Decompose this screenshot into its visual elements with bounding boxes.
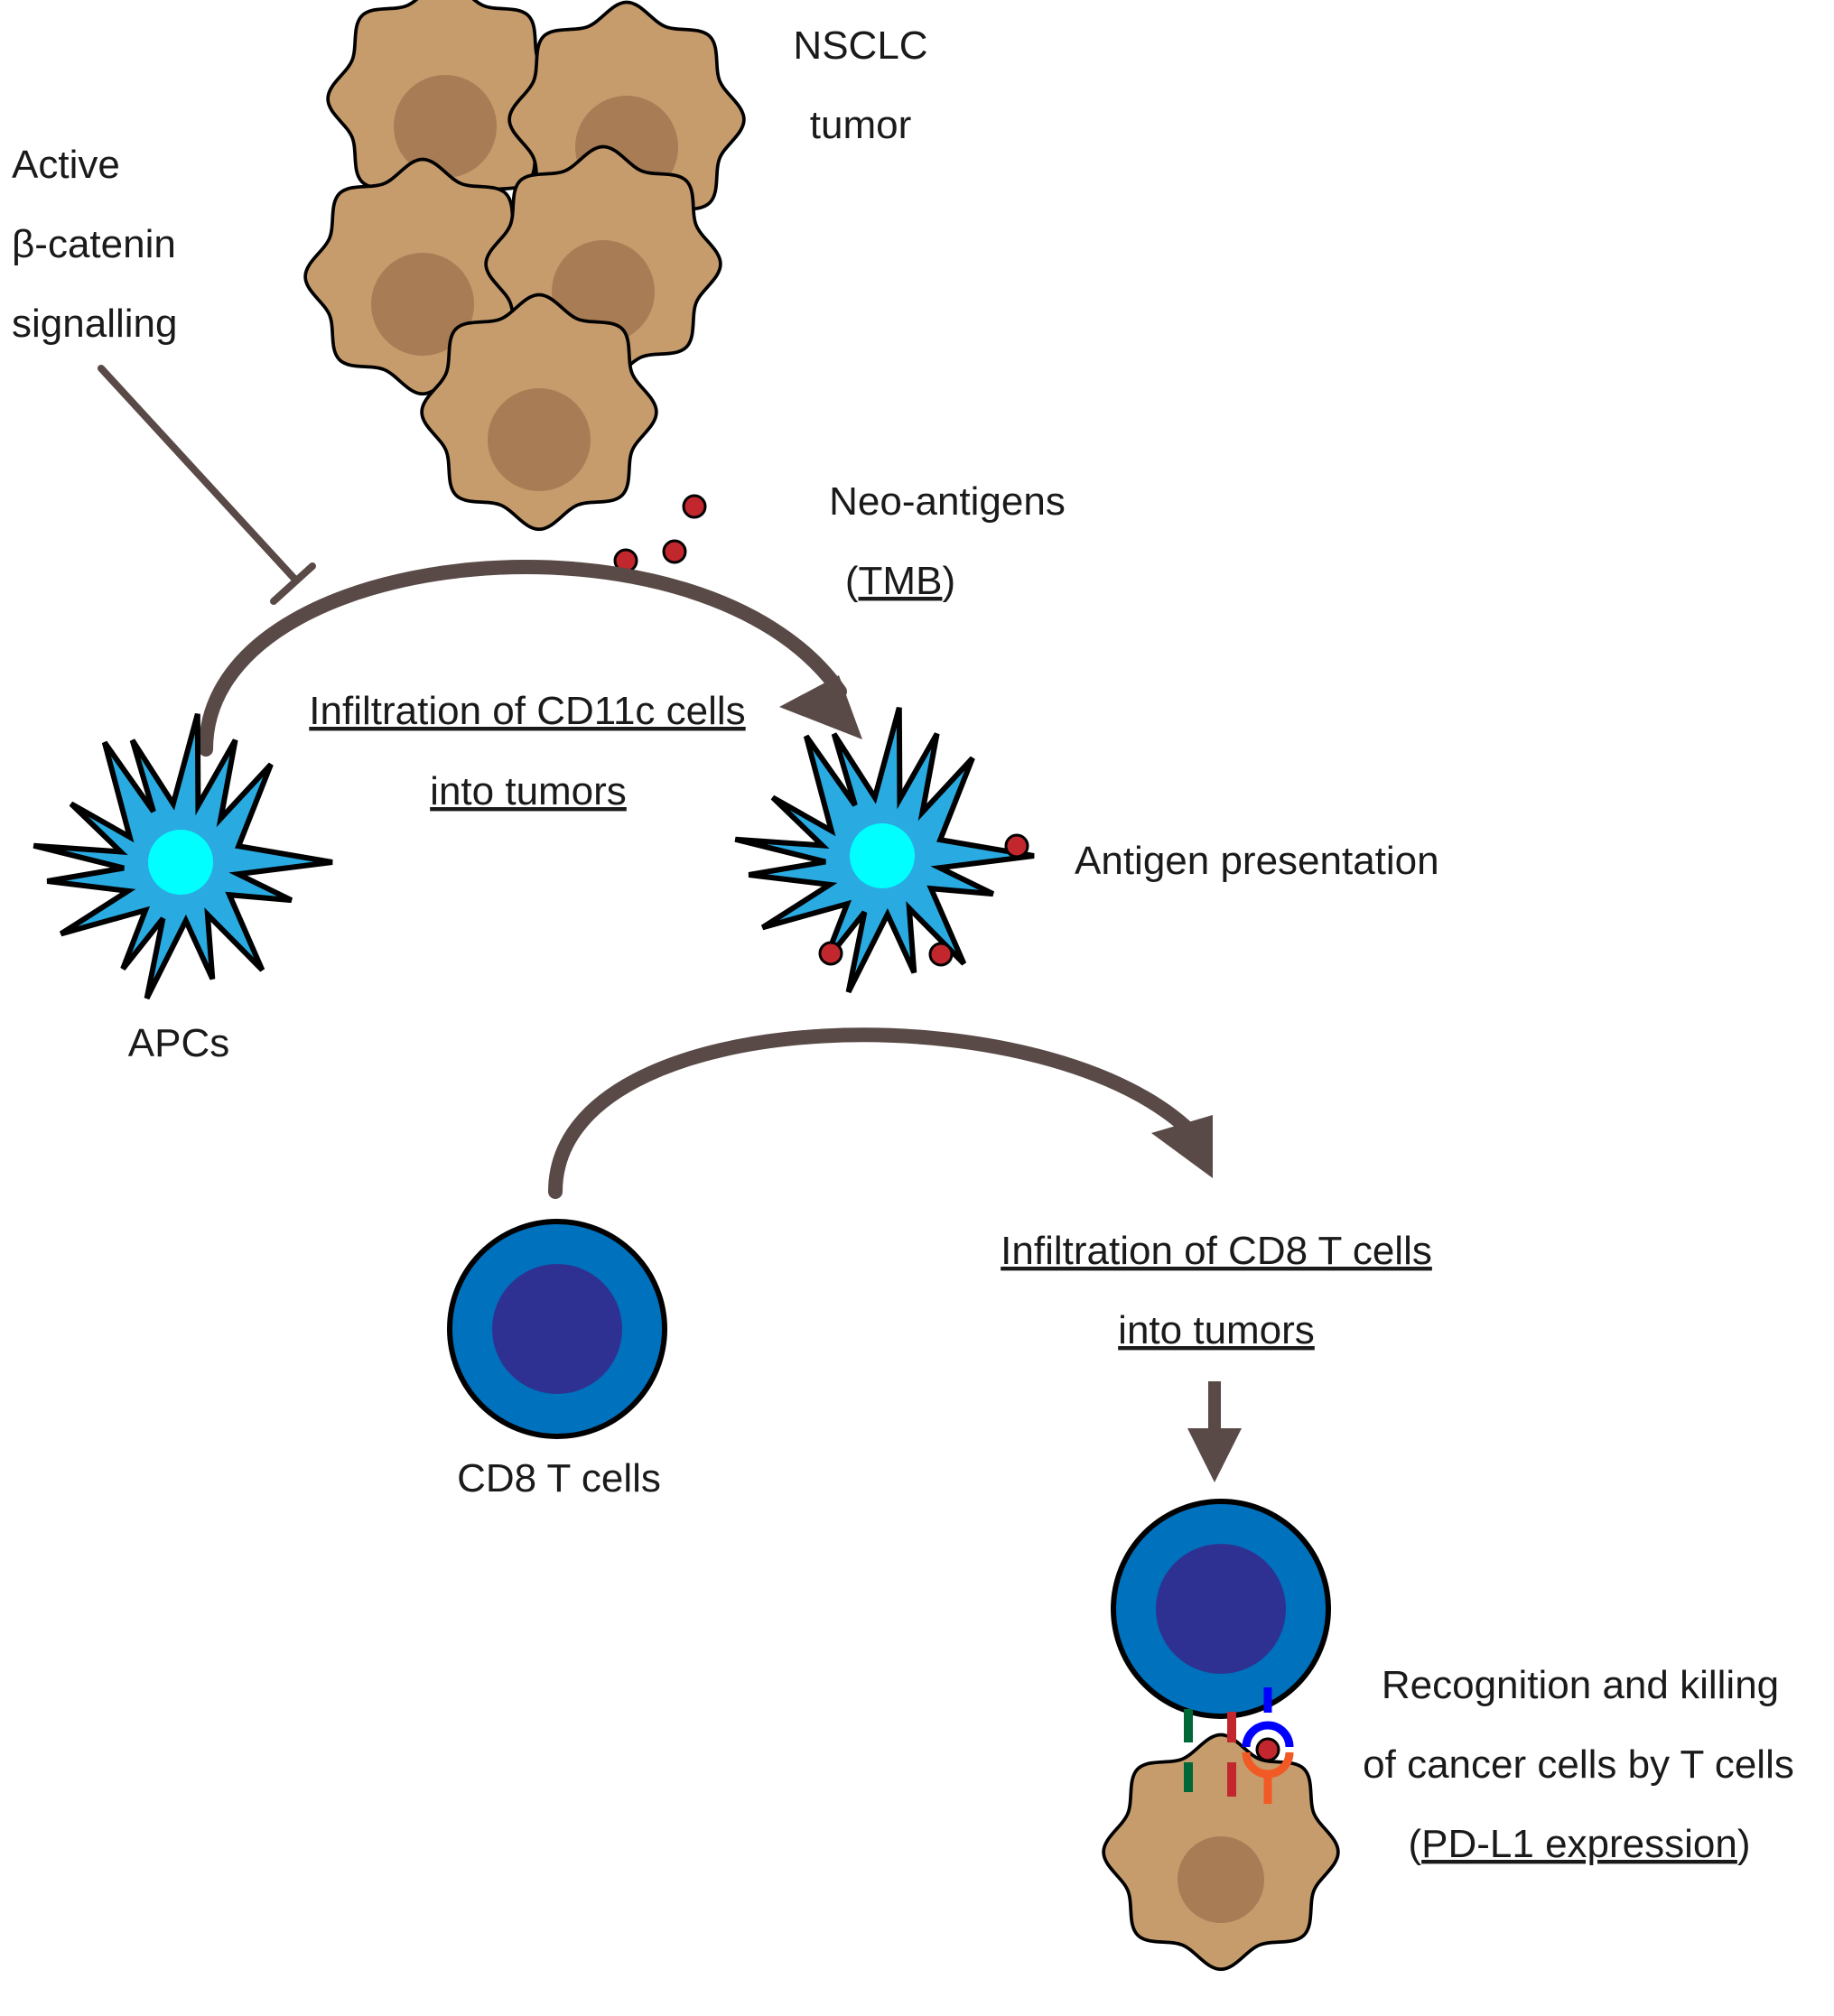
apcs-label: APCs bbox=[128, 1021, 229, 1065]
antigen-dot bbox=[1255, 1737, 1280, 1762]
apc-cell-resting bbox=[33, 714, 332, 999]
tumor-label-line1: NSCLC bbox=[793, 23, 927, 68]
cd11c-infiltration-label-line2: into tumors bbox=[430, 769, 627, 813]
antigen-presentation-label: Antigen presentation bbox=[1075, 839, 1439, 883]
target-tumor-cell bbox=[1103, 1735, 1338, 1970]
recognition-label-line1: Recognition and killing bbox=[1382, 1663, 1779, 1707]
tumor-label-line2: tumor bbox=[810, 103, 911, 147]
neo-antigen-dots bbox=[613, 494, 707, 573]
tumor-cell bbox=[422, 295, 656, 530]
neo-antigens-label: Neo-antigens bbox=[829, 479, 1066, 524]
beta-catenin-label-line3: signalling bbox=[12, 302, 177, 346]
beta-catenin-label-line1: Active bbox=[12, 143, 120, 187]
apc-cell-presenting bbox=[735, 708, 1034, 992]
pdl1-ligand-icon bbox=[1242, 1751, 1294, 1804]
down-arrow bbox=[1187, 1381, 1242, 1482]
cd8-t-cell bbox=[447, 1219, 667, 1439]
pd-l1-expression-label: (PD-L1 expression) bbox=[1408, 1822, 1750, 1866]
effector-t-cell bbox=[1111, 1499, 1331, 1719]
inhibition-line bbox=[98, 365, 316, 605]
pd-l1-link: PD-L1 expression bbox=[1421, 1822, 1737, 1866]
presented-antigen-dots bbox=[818, 833, 1029, 967]
infiltration-arrow-apc bbox=[199, 560, 862, 757]
cd8-t-cells-label: CD8 T cells bbox=[457, 1456, 661, 1500]
cd11c-infiltration-label-line1: Infiltration of CD11c cells bbox=[309, 689, 745, 733]
beta-catenin-label-line2: β-catenin bbox=[12, 222, 176, 266]
recognition-label-line2: of cancer cells by T cells bbox=[1363, 1742, 1794, 1787]
tumor-cell bbox=[328, 0, 563, 216]
tmb-label: (TMB) bbox=[845, 559, 955, 603]
infiltration-arrow-cd8 bbox=[548, 1027, 1213, 1199]
cd8-infiltration-label-line1: Infiltration of CD8 T cells bbox=[1001, 1229, 1432, 1273]
tumor-cell bbox=[305, 160, 540, 395]
tumor-cluster bbox=[305, 0, 744, 529]
tmb-link: TMB bbox=[859, 559, 943, 603]
cd8-infiltration-label-line2: into tumors bbox=[1118, 1308, 1315, 1352]
pd1-receptor-icon bbox=[1242, 1687, 1294, 1748]
